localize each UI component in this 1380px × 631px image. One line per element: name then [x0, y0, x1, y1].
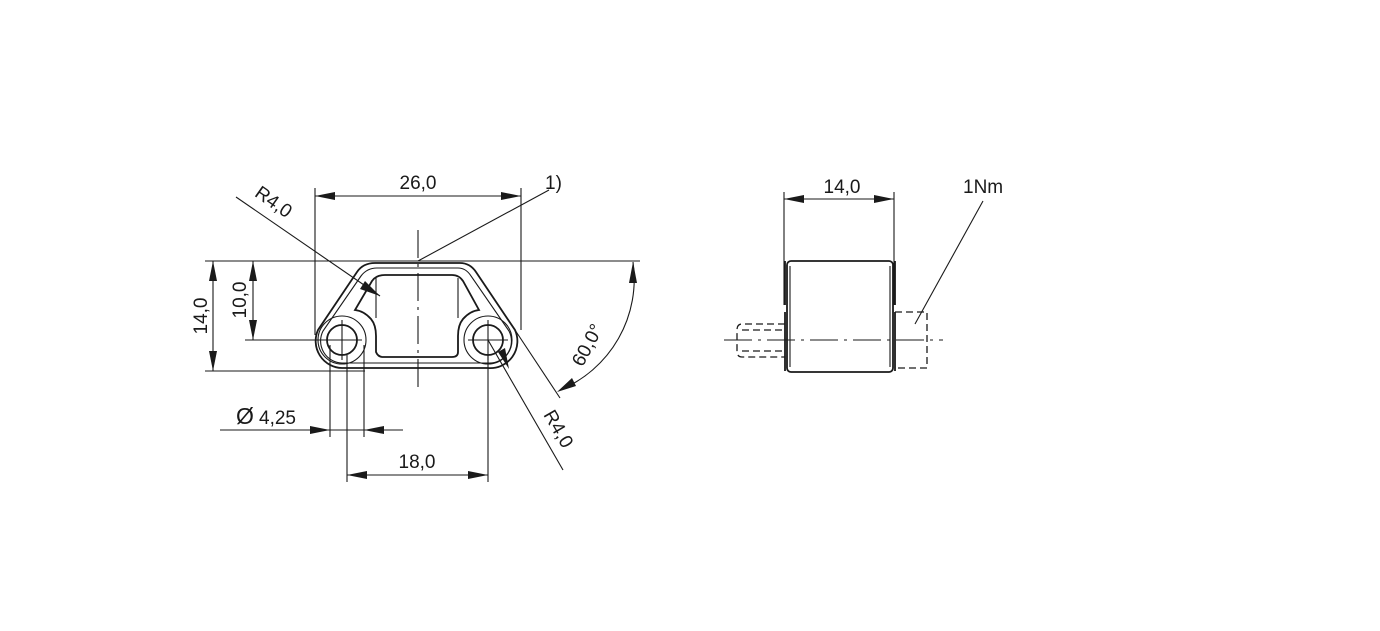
note-callout-label: 1) [545, 173, 562, 194]
arrow-icon [557, 378, 576, 392]
radius-leader-bottom-right [487, 339, 564, 471]
arrow-icon [249, 320, 257, 340]
left-boss [317, 315, 367, 365]
arrow-icon [310, 426, 330, 434]
arrow-icon [498, 348, 509, 369]
diameter-symbol-icon: Ø [236, 403, 254, 429]
note-leader-line [417, 189, 550, 262]
hidden-shaft [736, 323, 785, 358]
arrow-icon [249, 261, 257, 281]
radius-top-left-label: R4,0 [251, 182, 296, 222]
side-body [786, 260, 894, 373]
arrow-icon [209, 261, 217, 281]
arrow-icon [209, 351, 217, 371]
arrow-icon [364, 426, 384, 434]
arrow-icon [874, 195, 894, 203]
arrow-icon [347, 471, 367, 479]
arrow-icon [468, 471, 488, 479]
hole-diameter-label: 4,25 [259, 408, 296, 429]
width-dimension-label: 26,0 [400, 173, 437, 194]
arrow-icon [315, 192, 335, 200]
radius-bottom-right-label: R4,0 [539, 407, 577, 452]
arrow-icon [784, 195, 804, 203]
height-dimension-label: 14,0 [191, 298, 212, 335]
torque-callout-label: 1Nm [963, 177, 1003, 198]
side-view: 14,0 1Nm [724, 177, 1003, 373]
angle-dimension-label: 60,0° [568, 321, 607, 370]
hole-spacing-label: 18,0 [399, 452, 436, 473]
arrow-icon [360, 281, 380, 296]
depth-dimension-label: 14,0 [824, 177, 861, 198]
hole-height-dimension-label: 10,0 [230, 282, 251, 319]
housing-inner-pocket [353, 274, 481, 358]
hidden-nut [895, 311, 928, 369]
front-view: 26,0 14,0 10,0 1) [191, 173, 640, 482]
angle-extension-line [514, 329, 561, 399]
torque-leader-line [914, 200, 984, 325]
arrow-icon [629, 262, 637, 283]
radius-leader-top-left [235, 196, 381, 297]
arrow-icon [501, 192, 521, 200]
